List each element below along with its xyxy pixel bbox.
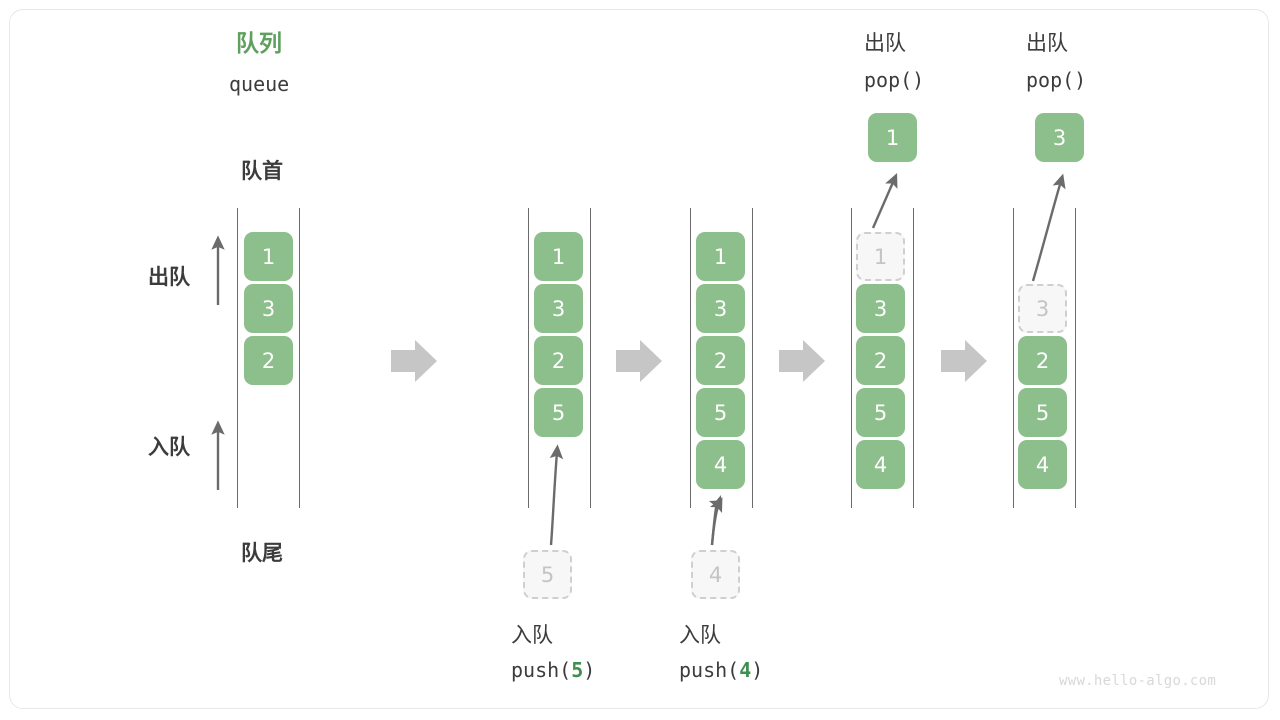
front-label: 队首 (241, 159, 283, 183)
outgoing-ghost-cell: 1 (856, 232, 905, 281)
step-caption-code: push(5) (511, 660, 595, 680)
rail-left-col5 (1013, 208, 1014, 508)
incoming-ghost-cell: 5 (523, 550, 572, 599)
rail-left-col3 (690, 208, 691, 508)
rail-right-col5 (1075, 208, 1076, 508)
step-header-code: pop() (1026, 68, 1087, 92)
push-code-arg: 4 (739, 658, 752, 682)
outgoing-ghost-cell: 3 (1018, 284, 1067, 333)
push-code-arg: 5 (571, 658, 584, 682)
rail-left-col1 (237, 208, 238, 508)
queue-cell: 3 (244, 284, 293, 333)
step-caption-cn: 入队 (511, 623, 553, 647)
diagram-title-cn: 队列 (236, 31, 282, 57)
popped-cell: 3 (1035, 113, 1084, 162)
queue-cell: 2 (696, 336, 745, 385)
queue-cell: 4 (1018, 440, 1067, 489)
queue-cell-new: 5 (534, 388, 583, 437)
rail-left-col2 (528, 208, 529, 508)
queue-cell: 1 (534, 232, 583, 281)
popped-cell: 1 (868, 113, 917, 162)
step-caption-cn: 入队 (679, 623, 721, 647)
queue-cell: 2 (1018, 336, 1067, 385)
queue-cell: 2 (244, 336, 293, 385)
step-header-cn: 出队 (864, 31, 906, 55)
step-header-cn: 出队 (1026, 31, 1068, 55)
push-code-prefix: push( (679, 658, 740, 682)
push-code-suffix: ) (583, 658, 596, 682)
rail-right-col1 (299, 208, 300, 508)
rail-left-col4 (851, 208, 852, 508)
rail-right-col4 (913, 208, 914, 508)
step-caption-code: push(4) (679, 660, 763, 680)
queue-cell: 4 (856, 440, 905, 489)
queue-cell: 1 (244, 232, 293, 281)
dequeue-axis-label: 出队 (148, 265, 190, 289)
queue-cell: 1 (696, 232, 745, 281)
queue-cell: 3 (856, 284, 905, 333)
queue-cell: 2 (856, 336, 905, 385)
enqueue-axis-label: 入队 (148, 435, 190, 459)
rail-right-col3 (752, 208, 753, 508)
queue-cell: 3 (696, 284, 745, 333)
step-header-code: pop() (864, 68, 925, 92)
queue-cell: 5 (1018, 388, 1067, 437)
queue-cell: 5 (696, 388, 745, 437)
queue-cell: 3 (534, 284, 583, 333)
rail-right-col2 (590, 208, 591, 508)
watermark: www.hello-algo.com (1059, 673, 1217, 689)
incoming-ghost-cell: 4 (691, 550, 740, 599)
diagram-title-en: queue (229, 72, 290, 96)
rear-label: 队尾 (241, 541, 283, 565)
push-code-prefix: push( (511, 658, 572, 682)
queue-cell: 2 (534, 336, 583, 385)
queue-cell-new: 4 (696, 440, 745, 489)
push-code-suffix: ) (751, 658, 764, 682)
queue-cell: 5 (856, 388, 905, 437)
